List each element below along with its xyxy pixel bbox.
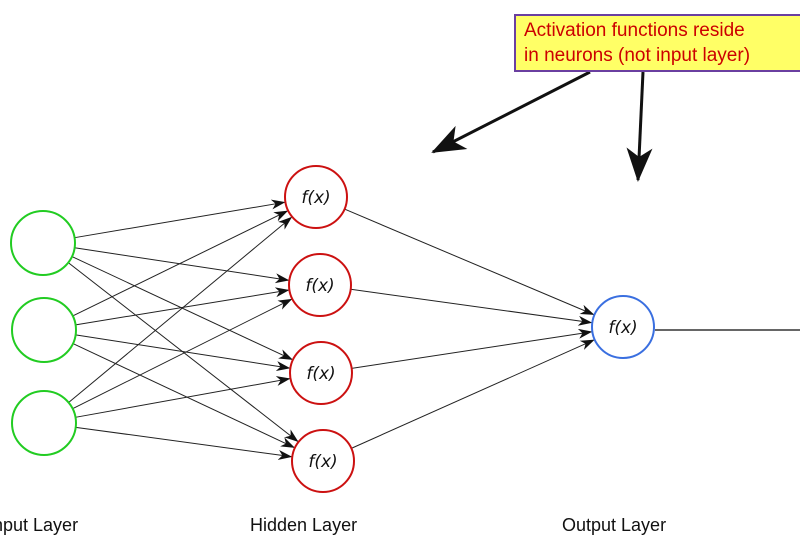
callout-line-2: in neurons (not input layer): [524, 45, 751, 66]
edge-hidden1-output: [344, 208, 595, 315]
input-node-2: [11, 297, 77, 363]
activation-function-label: f(x): [308, 452, 337, 472]
hidden-node-2: f(x): [288, 253, 352, 317]
edge-input3-hidden2: [72, 298, 293, 410]
input-layer-label: Input Layer: [0, 515, 79, 535]
activation-function-label: f(x): [306, 364, 335, 384]
callout-arrow-hidden: [431, 70, 591, 154]
callout-line-1: Activation functions reside: [524, 20, 745, 41]
hidden-layer-label: Hidden Layer: [250, 515, 358, 535]
edge-input2-hidden2: [75, 287, 290, 326]
edge-hidden2-output: [350, 288, 593, 326]
edge-input3-hidden4: [75, 426, 293, 460]
activation-function-label: f(x): [301, 188, 330, 208]
output-layer-label: Output Layer: [562, 515, 667, 535]
edge-input3-hidden3: [75, 376, 291, 418]
input-node-3: [11, 390, 77, 456]
edge-input3-hidden1: [68, 216, 293, 403]
edge-input2-hidden1: [72, 210, 289, 317]
edge-input1-hidden1: [74, 199, 286, 239]
activation-function-label: f(x): [608, 318, 637, 338]
edge-input1-hidden2: [74, 247, 290, 284]
hidden-node-3: f(x): [289, 341, 353, 405]
hidden-node-1: f(x): [284, 165, 348, 229]
output-node-1: f(x): [591, 295, 655, 359]
edge-input2-hidden4: [72, 343, 295, 448]
edge-input2-hidden3: [75, 334, 291, 372]
edge-hidden4-output: [351, 339, 595, 449]
callout-arrow-output: [626, 71, 653, 182]
edge-hidden3-output: [351, 328, 593, 369]
activation-function-label: f(x): [305, 276, 334, 296]
activation-callout: Activation functions reside in neurons (…: [514, 14, 800, 72]
input-node-1: [10, 210, 76, 276]
hidden-node-4: f(x): [291, 429, 355, 493]
